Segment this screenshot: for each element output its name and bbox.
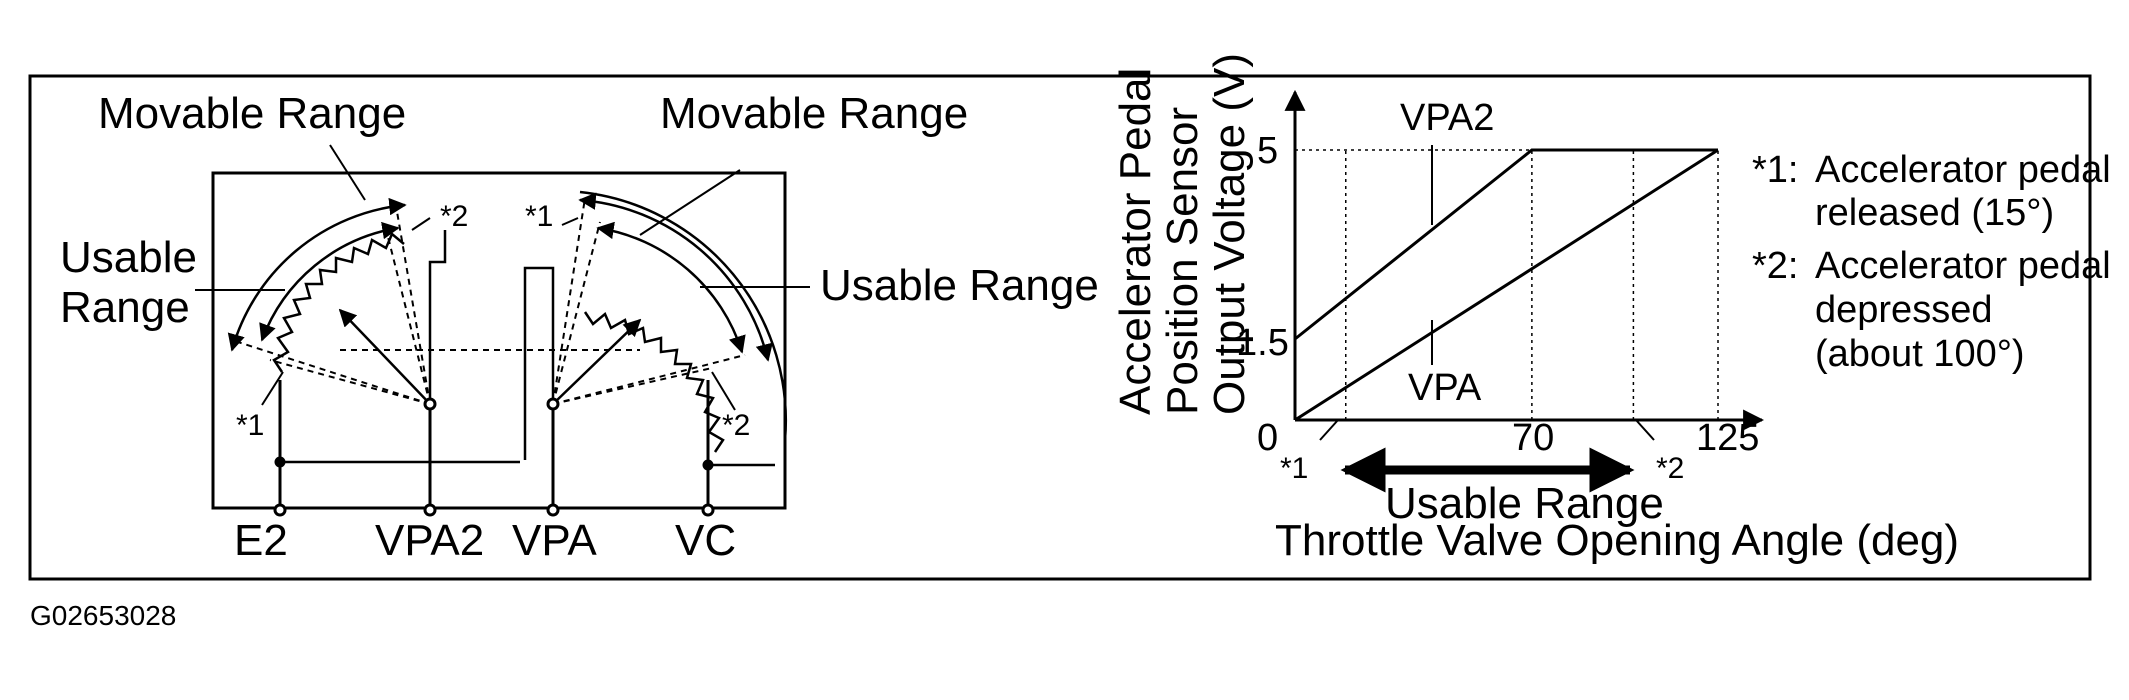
- note-2-line-1: Accelerator pedal: [1815, 245, 2111, 287]
- graph-mark-1: *1: [1280, 452, 1308, 485]
- series-lines: [1294, 148, 1719, 422]
- usable-range-left-label-2: Range: [60, 283, 190, 332]
- terminal-vpa2: [423, 503, 437, 517]
- movable-range-right-label: Movable Range: [660, 89, 968, 138]
- graph-ylabel-1: Accelerator Pedal: [1111, 68, 1160, 415]
- note-1-mark: *1:: [1752, 149, 1798, 191]
- usable-range-arc-right: [596, 221, 746, 354]
- note-1-line-1: Accelerator pedal: [1815, 149, 2111, 191]
- terminal-vc: [701, 503, 715, 517]
- terminal-label-vpa: VPA: [512, 516, 597, 565]
- x-tick-70: 70: [1512, 417, 1554, 459]
- usable-range-arc-left: [259, 221, 400, 342]
- circuit-mark-2-top: *2: [440, 200, 468, 233]
- notes: *1: Accelerator pedal released (15°) *2:…: [1752, 149, 2111, 375]
- usable-range-right-label: Usable Range: [820, 261, 1099, 310]
- circuit-mark-1-top: *1: [525, 200, 553, 233]
- movable-range-left-label: Movable Range: [98, 89, 406, 138]
- y-tick-1-5: 1.5: [1236, 322, 1289, 364]
- graph-xlabel: Throttle Valve Opening Angle (deg): [1275, 516, 1959, 565]
- ground-loop: [278, 380, 520, 464]
- note-2-mark: *2:: [1752, 245, 1798, 287]
- outer-frame: [28, 74, 2092, 581]
- x-tick-125: 125: [1696, 417, 1759, 459]
- graph-ylabel-2: Position Sensor: [1158, 107, 1207, 415]
- terminal-label-vc: VC: [675, 516, 736, 565]
- graph-mark-2: *2: [1656, 452, 1684, 485]
- series-line-vpa: [1294, 148, 1719, 422]
- limit-lines: [237, 197, 746, 405]
- circuit-mark-2-bottom: *2: [722, 409, 750, 442]
- series-label-vpa: VPA: [1408, 367, 1482, 409]
- outer-range-arc: [579, 190, 787, 441]
- sensor-housing: [211, 171, 787, 510]
- note-2-line-2: depressed: [1815, 289, 1992, 331]
- usable-range-label: Usable Range: [1385, 479, 1664, 528]
- graph-ylabel-3: Output Voltage (V): [1205, 53, 1254, 415]
- note-2-line-3: (about 100°): [1815, 333, 2025, 375]
- vpa-wiper-lead: [523, 266, 555, 460]
- y-tick-5: 5: [1257, 130, 1278, 172]
- terminal-e2: [273, 503, 287, 517]
- y-tick-0: 0: [1257, 417, 1278, 459]
- vpa-wiper-arrow: [552, 318, 642, 405]
- sensor-circuit-diagram: [195, 144, 810, 517]
- terminal-vpa: [546, 503, 560, 517]
- terminal-label-e2: E2: [234, 516, 288, 565]
- vpa2-wiper-lead: [428, 230, 447, 404]
- circuit-mark-1-bottom: *1: [236, 409, 264, 442]
- usable-range-left-label-1: Usable: [60, 233, 197, 282]
- series-line-vpa2: [1294, 148, 1718, 341]
- output-voltage-graph: [1284, 89, 1765, 493]
- terminal-label-vpa2: VPA2: [375, 516, 484, 565]
- note-1-line-2: released (15°): [1815, 192, 2054, 234]
- figure-id: G02653028: [30, 600, 176, 631]
- vpa2-resistor: [272, 231, 405, 373]
- movable-range-arc-left: [227, 197, 407, 352]
- series-label-vpa2: VPA2: [1400, 97, 1494, 139]
- vpa2-wiper-arrow: [338, 308, 431, 405]
